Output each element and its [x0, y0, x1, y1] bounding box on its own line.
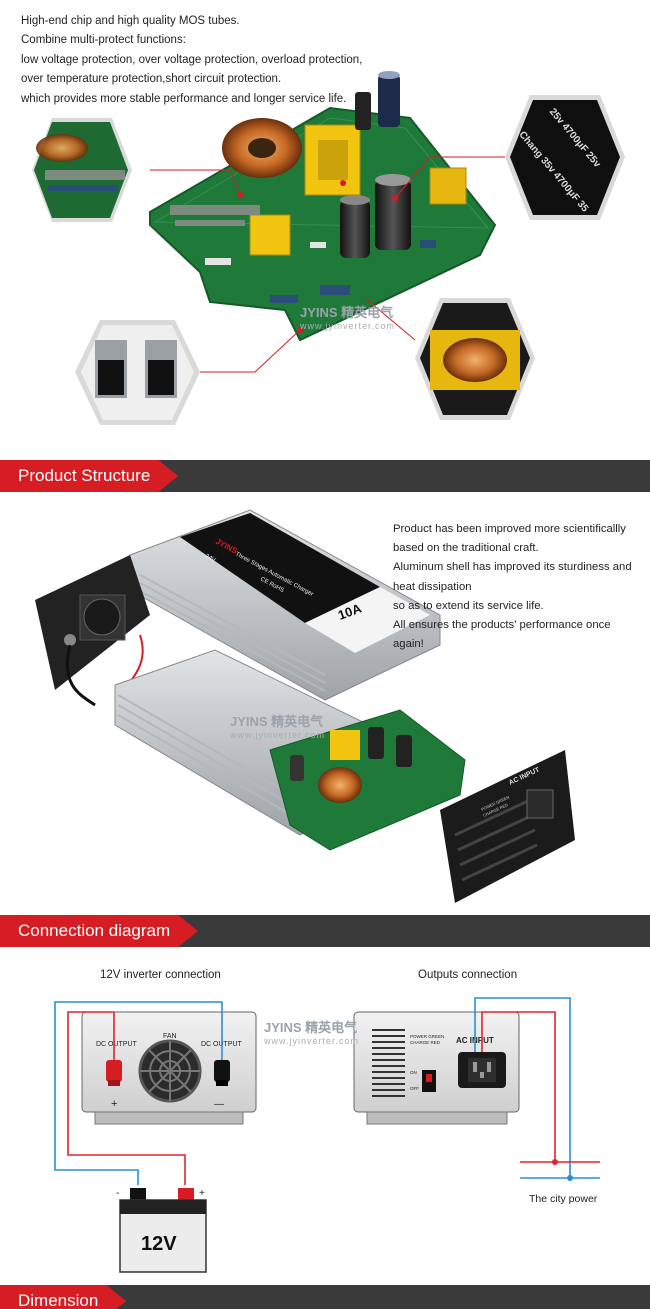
intro-line: over temperature protection,short circui…	[21, 73, 282, 86]
section-bar-connection-diagram: Connection diagram	[0, 915, 650, 947]
charge-red-label: CHARGE RED	[410, 1040, 441, 1045]
structure-line: Aluminum shell has improved its sturdine…	[393, 561, 632, 574]
structure-line: All ensures the products' performance on…	[393, 619, 611, 632]
charger-exploded-illustration: JYINS Three Stages Automatic Charger 24V…	[35, 509, 575, 903]
inverter-connection-title: 12V inverter connection	[100, 969, 221, 981]
section-title: Product Structure	[0, 460, 178, 492]
terminal-negative	[214, 1060, 230, 1082]
watermark: JYINS 精英电气 www.jyinverter.com	[264, 1020, 360, 1046]
pcb-illustration: 25v 4700μF 25v Chang 35v 4700μF 35	[32, 71, 625, 425]
transformer-small	[249, 214, 291, 256]
section-title: Dimension	[0, 1285, 126, 1309]
minus-sign: —	[214, 1099, 224, 1110]
section-bar-dimension: Dimension	[0, 1285, 650, 1309]
intro-line: High-end chip and high quality MOS tubes…	[21, 15, 240, 27]
intro-line: which provides more stable performance a…	[21, 92, 347, 105]
section-bar-product-structure: Product Structure	[0, 460, 650, 492]
on-label: ON	[410, 1070, 417, 1075]
dc-output-label-left: DC OUTPUT	[96, 1041, 138, 1048]
structure-line: based on the traditional craft.	[393, 542, 539, 555]
structure-line: so as to extend its service life.	[393, 599, 544, 612]
power-green-label: POWER GREEN	[410, 1034, 444, 1039]
battery-minus: -	[116, 1188, 119, 1199]
intro-text: High-end chip and high quality MOS tubes…	[21, 12, 381, 109]
watermark: JYINS 精英电气 www.jyinverter.com	[300, 305, 396, 331]
fan-label: FAN	[163, 1033, 177, 1040]
battery-voltage: 12V	[141, 1233, 177, 1255]
section-title: Connection diagram	[0, 915, 198, 947]
connection-diagram: DC OUTPUT DC OUTPUT FAN + — - + 12V POWE…	[54, 997, 600, 1273]
city-power-label: The city power	[529, 1193, 598, 1205]
plus-sign: +	[111, 1098, 117, 1110]
battery-plus: +	[199, 1188, 205, 1199]
structure-line: Product has been improved more scientifi…	[393, 523, 626, 535]
off-label: OFF	[410, 1086, 419, 1091]
inner-pcb	[269, 709, 466, 851]
structure-line: again!	[393, 638, 424, 651]
structure-line: heat dissipation	[393, 580, 472, 593]
watermark: JYINS 精英电气 www.jyinverter.com	[230, 714, 326, 740]
intro-line: Combine multi-protect functions:	[21, 34, 186, 47]
intro-line: low voltage protection, over voltage pro…	[21, 53, 363, 66]
structure-description: Product has been improved more scientifi…	[393, 520, 638, 654]
terminal-positive	[106, 1060, 122, 1082]
outputs-connection-title: Outputs connection	[418, 969, 518, 981]
charger-voltage: 24V	[204, 553, 216, 563]
